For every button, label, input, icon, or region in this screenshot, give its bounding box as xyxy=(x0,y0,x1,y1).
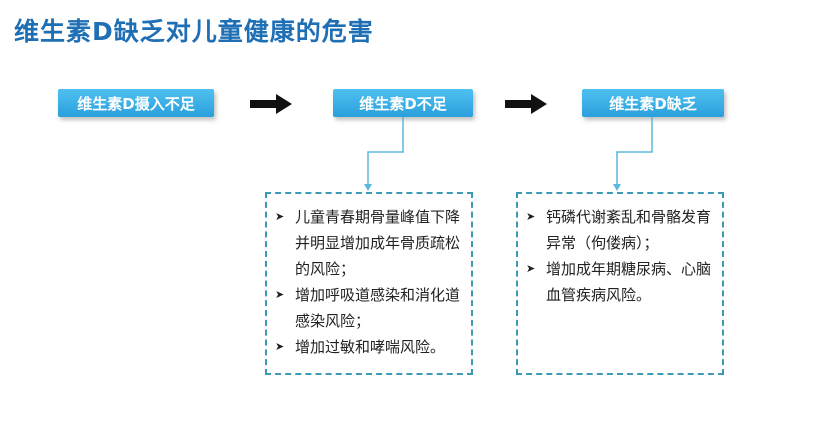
flow-box-intake-insufficient: 维生素D摄入不足 xyxy=(58,89,214,117)
list-item: ➤ 增加过敏和哮喘风险。 xyxy=(275,334,463,360)
list-item: ➤ 儿童青春期骨量峰值下降并明显增加成年骨质疏松的风险； xyxy=(275,204,463,282)
connector-arrowhead xyxy=(364,184,372,191)
arrow-bullet-icon: ➤ xyxy=(275,340,285,353)
arrow-bullet-icon: ➤ xyxy=(275,210,285,223)
list-item: ➤ 钙磷代谢紊乱和骨骼发育异常（佝偻病）； xyxy=(526,204,714,256)
arrow-bullet-icon: ➤ xyxy=(526,210,536,223)
right-arrow-icon xyxy=(250,94,292,114)
detail-box-insufficient: ➤ 儿童青春期骨量峰值下降并明显增加成年骨质疏松的风险； ➤ 增加呼吸道感染和消… xyxy=(265,192,473,375)
list-item-text: 增加呼吸道感染和消化道感染风险； xyxy=(295,286,461,330)
flow-box-insufficient: 维生素D不足 xyxy=(333,89,473,117)
list-item-text: 儿童青春期骨量峰值下降并明显增加成年骨质疏松的风险； xyxy=(295,208,461,278)
connector-arrowhead xyxy=(613,184,621,191)
flow-box-deficiency: 维生素D缺乏 xyxy=(582,89,724,117)
arrow-bullet-icon: ➤ xyxy=(275,288,285,301)
detail-box-deficiency: ➤ 钙磷代谢紊乱和骨骼发育异常（佝偻病）； ➤ 增加成年期糖尿病、心脑血管疾病风… xyxy=(516,192,724,375)
list-item: ➤ 增加呼吸道感染和消化道感染风险； xyxy=(275,282,463,334)
list-item-text: 钙磷代谢紊乱和骨骼发育异常（佝偻病）； xyxy=(546,208,712,252)
list-item-text: 增加过敏和哮喘风险。 xyxy=(295,338,446,356)
arrow-bullet-icon: ➤ xyxy=(526,262,536,275)
list-item: ➤ 增加成年期糖尿病、心脑血管疾病风险。 xyxy=(526,256,714,308)
connector-to-deficiency-details xyxy=(616,117,653,186)
right-arrow-icon xyxy=(505,94,547,114)
connector-to-insufficient-details xyxy=(367,117,404,186)
page-title: 维生素D缺乏对儿童健康的危害 xyxy=(14,17,374,46)
list-item-text: 增加成年期糖尿病、心脑血管疾病风险。 xyxy=(546,260,712,304)
